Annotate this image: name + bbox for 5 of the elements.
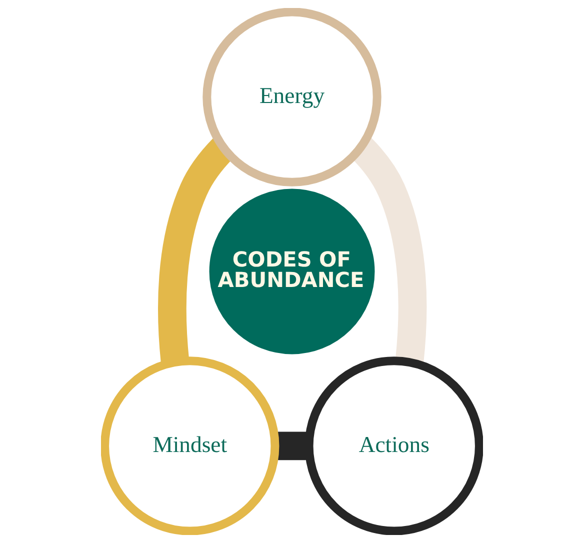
node-circle: CODES OF ABUNDANCE xyxy=(209,188,375,354)
node-circle: Actions xyxy=(304,356,483,535)
connector xyxy=(275,432,309,460)
node-circle: Mindset xyxy=(101,356,280,535)
node-circle: Energy xyxy=(202,8,382,186)
